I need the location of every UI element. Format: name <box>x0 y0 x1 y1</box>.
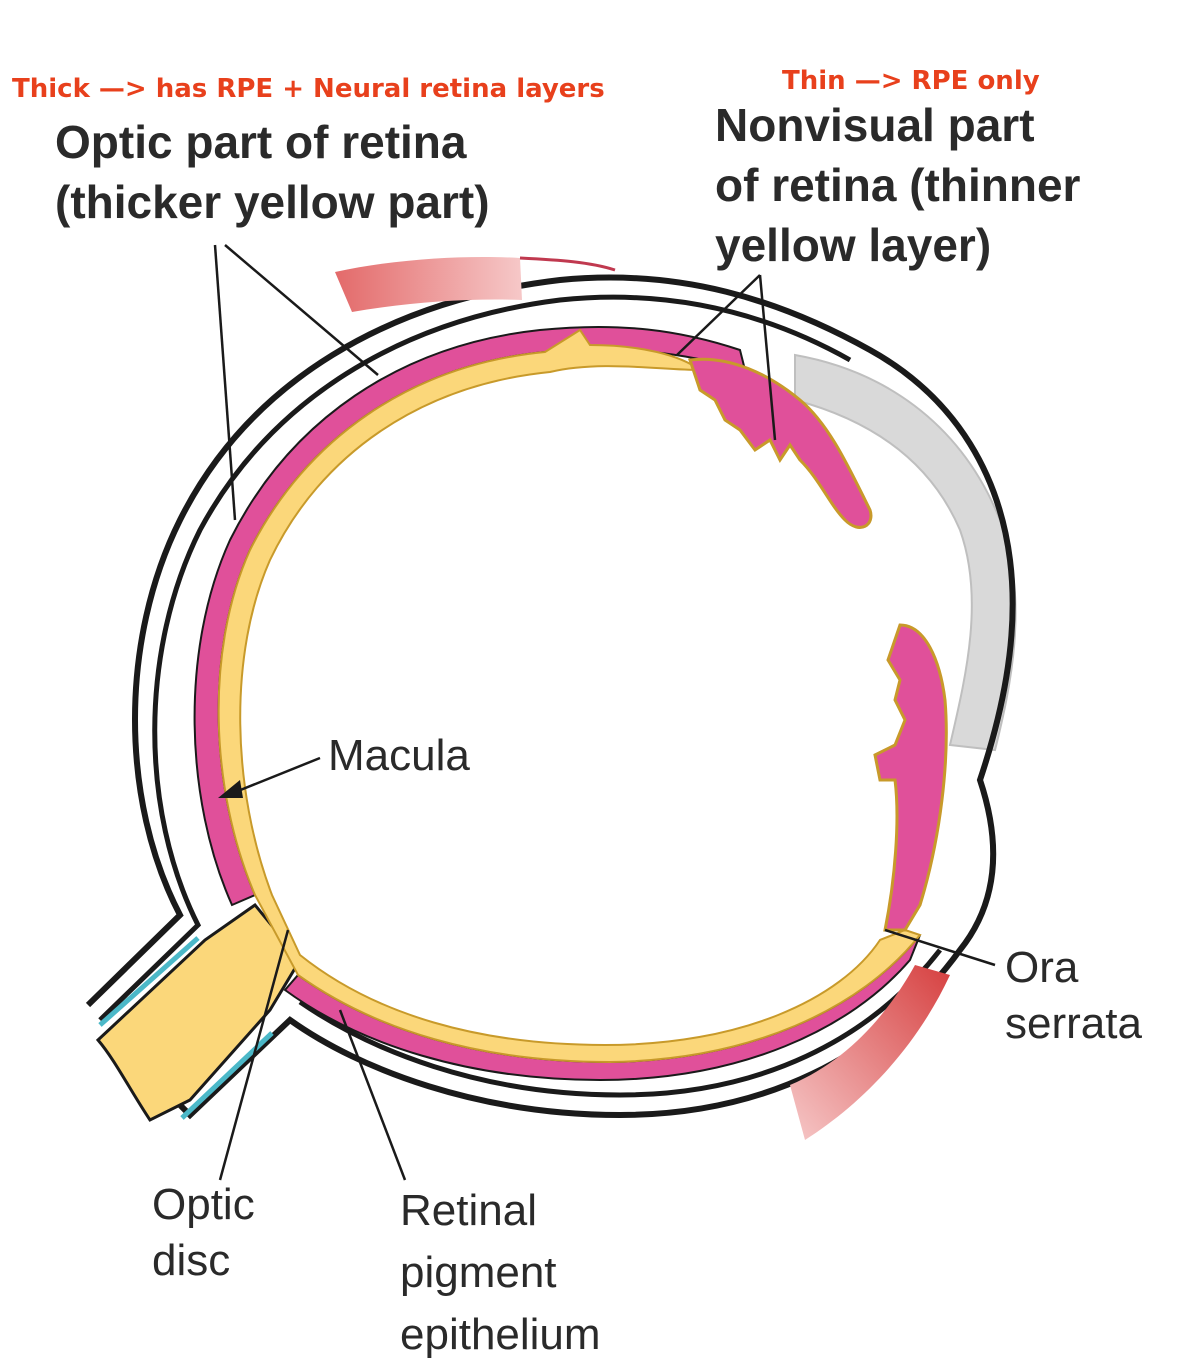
leader-optic-disc <box>218 929 290 1181</box>
title-nonvisual-part: Nonvisual part of retina (thinner yellow… <box>715 95 1080 275</box>
leader-nonvisual-1 <box>676 274 761 356</box>
title-nonvisual-line-3: yellow layer) <box>715 219 992 271</box>
label-optic-disc-line-2: disc <box>152 1236 231 1285</box>
label-optic-disc: Optic disc <box>152 1177 255 1289</box>
leader-optic-part-2 <box>224 244 379 376</box>
ciliary-body-upper <box>335 256 522 312</box>
title-optic-part-line-1: Optic part of retina <box>55 116 467 168</box>
label-rpe-line-3: epithelium <box>400 1310 601 1359</box>
label-rpe: Retinal pigment epithelium <box>400 1180 601 1366</box>
title-nonvisual-line-2: of retina (thinner <box>715 159 1081 211</box>
annotation-thick: Thick —> has RPE + Neural retina layers <box>12 74 605 104</box>
leader-ora-serrata <box>884 928 996 967</box>
grey-ciliary-band <box>794 353 1017 752</box>
ciliary-body-upper-line <box>519 256 616 272</box>
label-ora-serrata: Ora serrata <box>1005 940 1142 1052</box>
rpe-nonvisual-upper <box>687 357 873 529</box>
leader-macula <box>227 756 321 797</box>
optic-nerve-sheath-upper <box>98 936 200 1027</box>
annotation-thin: Thin —> RPE only <box>782 66 1040 96</box>
leader-nonvisual-2 <box>758 274 777 441</box>
label-ora-serrata-line-2: serrata <box>1005 999 1142 1048</box>
optic-nerve <box>95 902 302 1122</box>
neural-retina <box>217 328 922 1064</box>
label-ora-serrata-line-1: Ora <box>1005 943 1079 992</box>
label-rpe-line-1: Retinal <box>400 1186 537 1235</box>
title-nonvisual-line-1: Nonvisual part <box>715 99 1035 151</box>
leader-rpe <box>338 1009 407 1181</box>
sclera-inner <box>98 294 852 1022</box>
leader-optic-part-1 <box>213 244 237 521</box>
title-optic-part-line-2: (thicker yellow part) <box>55 176 490 228</box>
label-rpe-line-2: pigment <box>400 1248 557 1297</box>
ciliary-body-lower <box>790 965 950 1140</box>
label-macula: Macula <box>328 731 470 780</box>
macula-arrowhead <box>218 780 243 798</box>
rpe-nonvisual-lower <box>873 623 948 932</box>
sclera-outer <box>85 274 1016 1120</box>
leader-lines <box>213 244 996 1181</box>
rpe-band <box>193 325 747 907</box>
label-optic-disc-line-1: Optic <box>152 1180 255 1229</box>
title-optic-part: Optic part of retina (thicker yellow par… <box>55 112 490 232</box>
sclera-inner-lower <box>298 948 942 1098</box>
